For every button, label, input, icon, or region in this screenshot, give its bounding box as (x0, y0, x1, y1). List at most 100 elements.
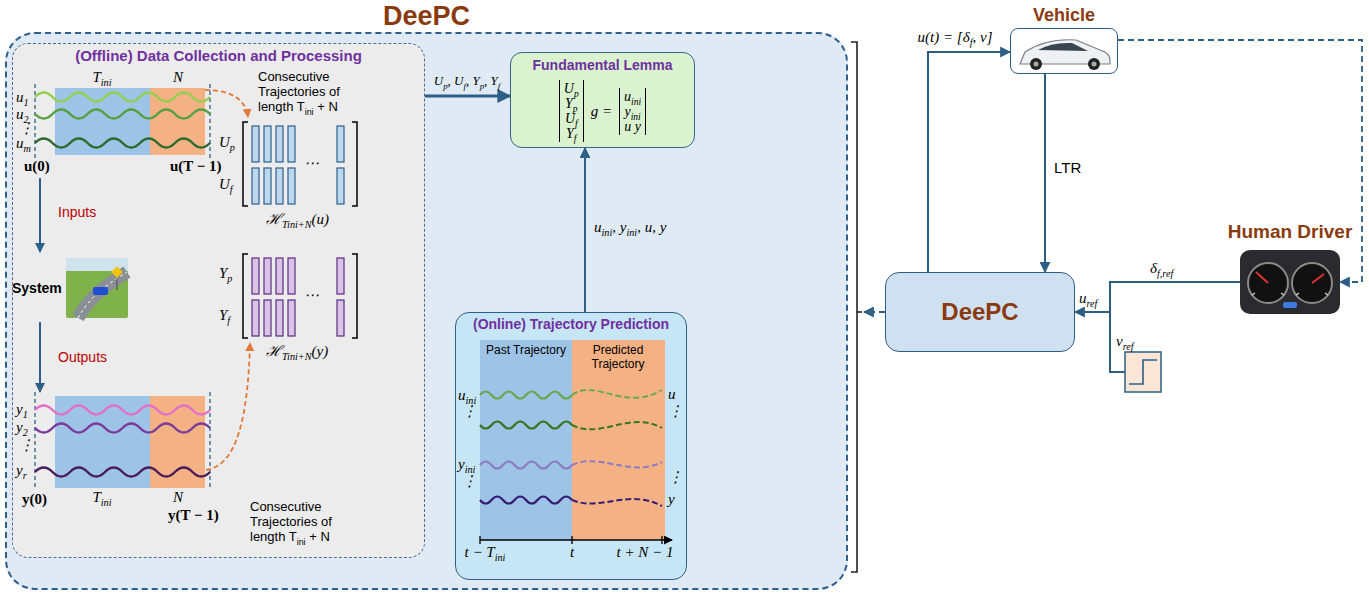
hankel-matrix-outputs (252, 258, 344, 336)
figure-label: u(T − 1) (170, 159, 222, 175)
figure-label: Past Trajectory (482, 344, 570, 358)
dashboard-picture (1240, 250, 1340, 314)
text-run: ℋ (266, 211, 282, 227)
text-run: y(T − 1) (168, 507, 219, 523)
prediction-plot (480, 536, 662, 544)
text-run: t + N − 1 (617, 544, 674, 560)
hankel-matrix-inputs (264, 168, 271, 204)
subscript: r (23, 470, 27, 481)
system-picture (66, 258, 128, 318)
figure-label: ⋮ (668, 470, 683, 486)
figure-label: um (16, 136, 31, 152)
text-run: y (16, 401, 23, 417)
prediction-plot (572, 422, 662, 429)
figure-label: Tini (92, 70, 111, 86)
text-run: u(t) = [ (918, 29, 963, 45)
text-run: U (565, 111, 575, 126)
system-picture (66, 258, 128, 318)
prediction-plot (480, 497, 572, 504)
text-run: T (92, 489, 100, 505)
car-picture (1088, 58, 1100, 70)
system-picture (116, 278, 117, 290)
step-signal-icon (1110, 312, 1161, 392)
subscript: f (227, 315, 230, 326)
output-signal-plot (35, 392, 210, 488)
system-picture (78, 272, 127, 318)
figure-label: ⋯ (304, 288, 319, 304)
text-run: Y (219, 307, 227, 323)
figure-label: δf,ref (1150, 261, 1173, 277)
flow-arrow (39, 322, 41, 392)
subscript: ini (626, 227, 637, 238)
text-run: Past Trajectory (486, 343, 566, 357)
figure-label: ⋮ (668, 404, 683, 420)
text-run: y (458, 456, 465, 472)
text-run: + N (314, 99, 338, 114)
text-run: U (454, 73, 463, 88)
subscript: f (463, 81, 465, 91)
figure-label: Consecutive Trajectories of length Tini … (258, 70, 370, 115)
hankel-matrix-outputs (276, 258, 283, 294)
connector (1075, 282, 1240, 312)
input-signal-plot (35, 84, 210, 158)
prediction-plot (480, 539, 672, 541)
text-run: Y (219, 265, 227, 281)
output-signal-plot (35, 468, 210, 477)
text-run: ⋮ (668, 469, 683, 485)
text-run: u (1079, 290, 1087, 306)
subscript: 1 (24, 97, 29, 108)
hankel-matrix-inputs (252, 126, 344, 204)
prediction-plot (572, 499, 662, 506)
window-arrow (205, 90, 248, 117)
connector-label: uref (1079, 291, 1097, 307)
figure-label: N (173, 490, 183, 506)
prediction-plot (480, 340, 672, 544)
text-run: δ (963, 29, 970, 45)
window-arrow (206, 343, 250, 470)
figure-label: N (173, 70, 183, 86)
text-run: U (219, 134, 230, 150)
figure-label: ⋯ (304, 156, 319, 172)
text-run: , (466, 73, 473, 88)
subscript: ini (101, 497, 112, 508)
panel-heading: (Online) Trajectory Prediction (473, 317, 669, 332)
figure-label: t + N − 1 (617, 545, 674, 561)
output-signal-plot (35, 406, 210, 415)
subscript: Tini+N (282, 351, 312, 362)
text-run: U (219, 176, 230, 192)
car-picture (1030, 58, 1042, 70)
text-run: N (173, 69, 183, 85)
subscript: ini (305, 106, 314, 116)
text-run: U (434, 73, 443, 88)
text-run: u (16, 89, 24, 105)
connector (1118, 40, 1362, 282)
figure-label: uini (458, 388, 476, 404)
text-run: , v] (972, 29, 992, 45)
text-run: u (594, 219, 602, 235)
hankel-matrix-outputs (337, 300, 344, 336)
figure-label: u(0) (24, 159, 50, 175)
figure-label: Outputs (58, 350, 107, 365)
subscript: ini (495, 552, 506, 563)
hankel-matrix-outputs (276, 300, 283, 336)
text-run: ⋮ (19, 120, 34, 136)
connector-label: Up, Uf, Yp, Yf (434, 74, 501, 88)
figure-label: y (668, 492, 675, 508)
subscript: p (443, 81, 447, 91)
hankel-matrix-inputs (337, 126, 344, 162)
figure-label: yini (458, 457, 475, 473)
text-run: u (624, 89, 631, 104)
text-run: ⋯ (304, 287, 319, 303)
text-run: Inputs (58, 204, 96, 220)
text-run: System (12, 280, 62, 296)
subscript: ini (631, 96, 641, 106)
hankel-matrix-outputs (264, 258, 271, 294)
text-run: , (612, 219, 620, 235)
box-heading: Vehicle (1033, 6, 1095, 24)
text-run: LTR (1054, 159, 1081, 176)
lemma-box: Fundamental LemmaUp Yp Uf Yfg =uini yini… (510, 52, 695, 148)
subscript: f (574, 134, 577, 144)
subscript: f (498, 81, 500, 91)
text-run: y (668, 491, 675, 507)
